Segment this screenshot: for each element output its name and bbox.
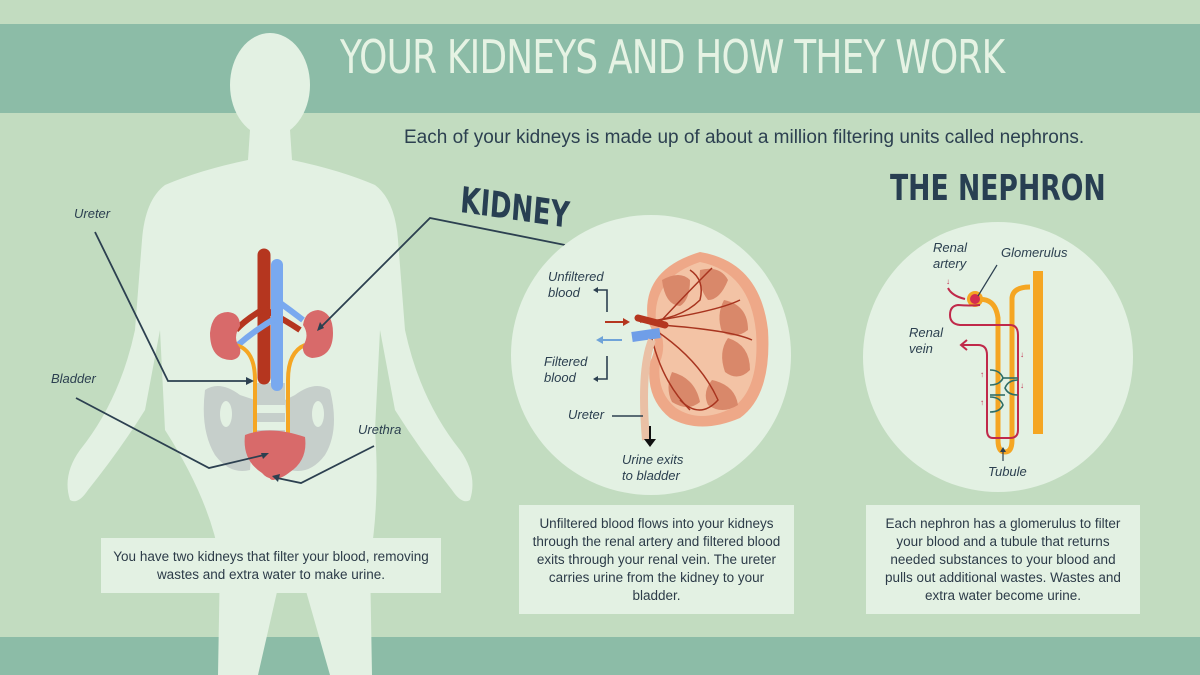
nephron-caption-box: Each nephron has a glomerulus to filter …	[866, 505, 1140, 614]
title-band	[0, 24, 1200, 113]
label-renal-vein: Renal vein	[909, 325, 943, 357]
page-title: YOUR KIDNEYS AND HOW THEY WORK	[340, 30, 1005, 84]
kidney-cross-section-icon	[631, 252, 769, 441]
label-renal-vein-line2: vein	[909, 341, 933, 356]
label-bladder: Bladder	[51, 371, 96, 386]
label-renal-artery-line1: Renal	[933, 240, 967, 255]
kidney-flow-arrows	[593, 287, 656, 447]
label-unfiltered-line2: blood	[548, 285, 580, 300]
kidney-caption-box: Unfiltered blood flows into your kidneys…	[519, 505, 794, 614]
label-tubule: Tubule	[988, 464, 1027, 479]
svg-text:↓: ↓	[1020, 350, 1024, 359]
label-urine-line2: to bladder	[622, 468, 680, 483]
label-urethra: Urethra	[358, 422, 402, 437]
label-filtered-line1: Filtered	[544, 354, 588, 369]
nephron-icon: ↑ ↑ ↓ ↓ ↓	[946, 264, 1043, 461]
label-urine-line1: Urine exits	[622, 452, 684, 467]
svg-text:↑: ↑	[980, 398, 984, 407]
svg-text:↓: ↓	[1020, 381, 1024, 390]
leader-lines	[75, 217, 566, 484]
body-caption-box: You have two kidneys that filter your bl…	[101, 538, 441, 593]
ureters-icon	[235, 343, 306, 440]
label-unfiltered-blood: Unfiltered blood	[548, 269, 604, 301]
page-subtitle: Each of your kidneys is made up of about…	[404, 127, 1085, 148]
label-filtered-line2: blood	[544, 370, 576, 385]
bladder-icon	[244, 430, 306, 479]
label-unfiltered-line1: Unfiltered	[548, 269, 604, 284]
label-filtered-blood: Filtered blood	[544, 354, 587, 386]
label-renal-vein-line1: Renal	[909, 325, 943, 340]
label-renal-artery-line2: artery	[933, 256, 967, 271]
kidney-caption-text: Unfiltered blood flows into your kidneys…	[532, 515, 781, 603]
label-kidney-ureter: Ureter	[568, 407, 605, 422]
nephron-heading: THE NEPHRON	[890, 168, 1106, 209]
footer-band	[0, 637, 1200, 675]
svg-text:↓: ↓	[946, 277, 950, 286]
nephron-caption-text: Each nephron has a glomerulus to filter …	[885, 515, 1121, 603]
vena-cava-icon	[236, 259, 305, 391]
label-ureter: Ureter	[74, 206, 111, 221]
body-caption-text: You have two kidneys that filter your bl…	[113, 548, 429, 582]
svg-text:↑: ↑	[980, 370, 984, 379]
label-glomerulus: Glomerulus	[1001, 245, 1068, 260]
label-urine-exits: Urine exits to bladder	[622, 452, 683, 484]
label-renal-artery: Renal artery	[933, 240, 967, 272]
